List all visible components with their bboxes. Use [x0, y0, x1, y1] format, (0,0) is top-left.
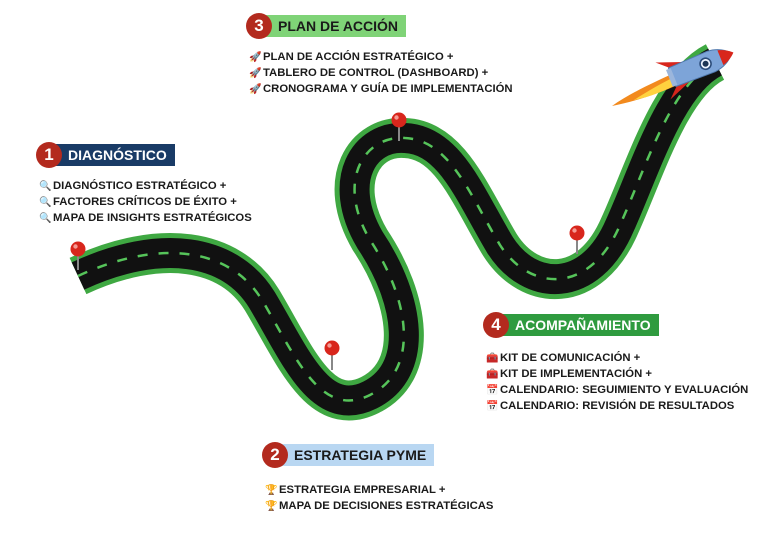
list-item: 🚀TABLERO DE CONTROL (DASHBOARD) +: [248, 65, 513, 81]
step-title: ESTRATEGIA PYME: [282, 444, 435, 466]
list-item: 📅CALENDARIO: SEGUIMIENTO Y EVALUACIÓN: [485, 382, 748, 398]
list-item: 🔍MAPA DE INSIGHTS ESTRATÉGICOS: [38, 210, 252, 226]
step-plan-de-accion: 3 PLAN DE ACCIÓN 🚀PLAN DE ACCIÓN ESTRATÉ…: [246, 13, 513, 97]
list-item: 🚀PLAN DE ACCIÓN ESTRATÉGICO +: [248, 49, 513, 65]
step-number-badge: 4: [483, 312, 509, 338]
list-item: 📅CALENDARIO: REVISIÓN DE RESULTADOS: [485, 398, 748, 414]
rocket-icon: 🚀: [249, 68, 262, 79]
trophy-icon: 🏆: [265, 501, 278, 512]
step-title: DIAGNÓSTICO: [56, 144, 175, 166]
step-items: 🚀PLAN DE ACCIÓN ESTRATÉGICO + 🚀TABLERO D…: [246, 49, 513, 97]
step-title: ACOMPAÑAMIENTO: [503, 314, 659, 336]
toolbox-icon: 🧰: [486, 353, 499, 364]
list-item: 🏆ESTRATEGIA EMPRESARIAL +: [264, 482, 493, 498]
step-number-badge: 3: [246, 13, 272, 39]
list-item: 🧰KIT DE COMUNICACIÓN +: [485, 350, 748, 366]
step-header: 3 PLAN DE ACCIÓN: [246, 13, 513, 39]
step-number-badge: 1: [36, 142, 62, 168]
list-item: 🧰KIT DE IMPLEMENTACIÓN +: [485, 366, 748, 382]
step-items: 🔍DIAGNÓSTICO ESTRATÉGICO + 🔍FACTORES CRÍ…: [36, 178, 252, 226]
calendar-icon: 📅: [486, 401, 499, 412]
road-lane-markings: [77, 60, 716, 402]
step-estrategia-pyme: 2 ESTRATEGIA PYME 🏆ESTRATEGIA EMPRESARIA…: [262, 442, 493, 514]
list-item: 🚀CRONOGRAMA Y GUÍA DE IMPLEMENTACIÓN: [248, 81, 512, 97]
list-item: 🔍DIAGNÓSTICO ESTRATÉGICO +: [38, 178, 252, 194]
rocket-icon: [655, 49, 734, 100]
list-item: 🏆MAPA DE DECISIONES ESTRATÉGICAS: [264, 498, 493, 514]
toolbox-icon: 🧰: [486, 369, 499, 380]
step-title: PLAN DE ACCIÓN: [266, 15, 407, 37]
step-acompanamiento: 4 ACOMPAÑAMIENTO 🧰KIT DE COMUNICACIÓN + …: [483, 312, 748, 414]
step-items: 🧰KIT DE COMUNICACIÓN + 🧰KIT DE IMPLEMENT…: [483, 350, 748, 414]
magnifier-icon: 🔍: [39, 197, 52, 208]
step-number-badge: 2: [262, 442, 288, 468]
map-pin-icon: [70, 241, 86, 270]
rocket-flame: [612, 72, 681, 106]
trophy-icon: 🏆: [265, 485, 278, 496]
rocket-icon: 🚀: [249, 52, 262, 63]
map-pin-icon: [391, 112, 407, 141]
map-pin-icon: [324, 340, 340, 370]
map-pin-icon: [569, 225, 585, 254]
step-diagnostico: 1 DIAGNÓSTICO 🔍DIAGNÓSTICO ESTRATÉGICO +…: [36, 142, 252, 226]
winding-road: [69, 44, 726, 421]
list-item: 🔍FACTORES CRÍTICOS DE ÉXITO +: [38, 194, 252, 210]
step-items: 🏆ESTRATEGIA EMPRESARIAL + 🏆MAPA DE DECIS…: [262, 482, 493, 514]
step-header: 4 ACOMPAÑAMIENTO: [483, 312, 748, 338]
magnifier-icon: 🔍: [39, 213, 52, 224]
magnifier-icon: 🔍: [39, 181, 52, 192]
calendar-icon: 📅: [486, 385, 499, 396]
rocket-icon: 🚀: [249, 84, 262, 95]
step-header: 1 DIAGNÓSTICO: [36, 142, 252, 168]
step-header: 2 ESTRATEGIA PYME: [262, 442, 493, 468]
